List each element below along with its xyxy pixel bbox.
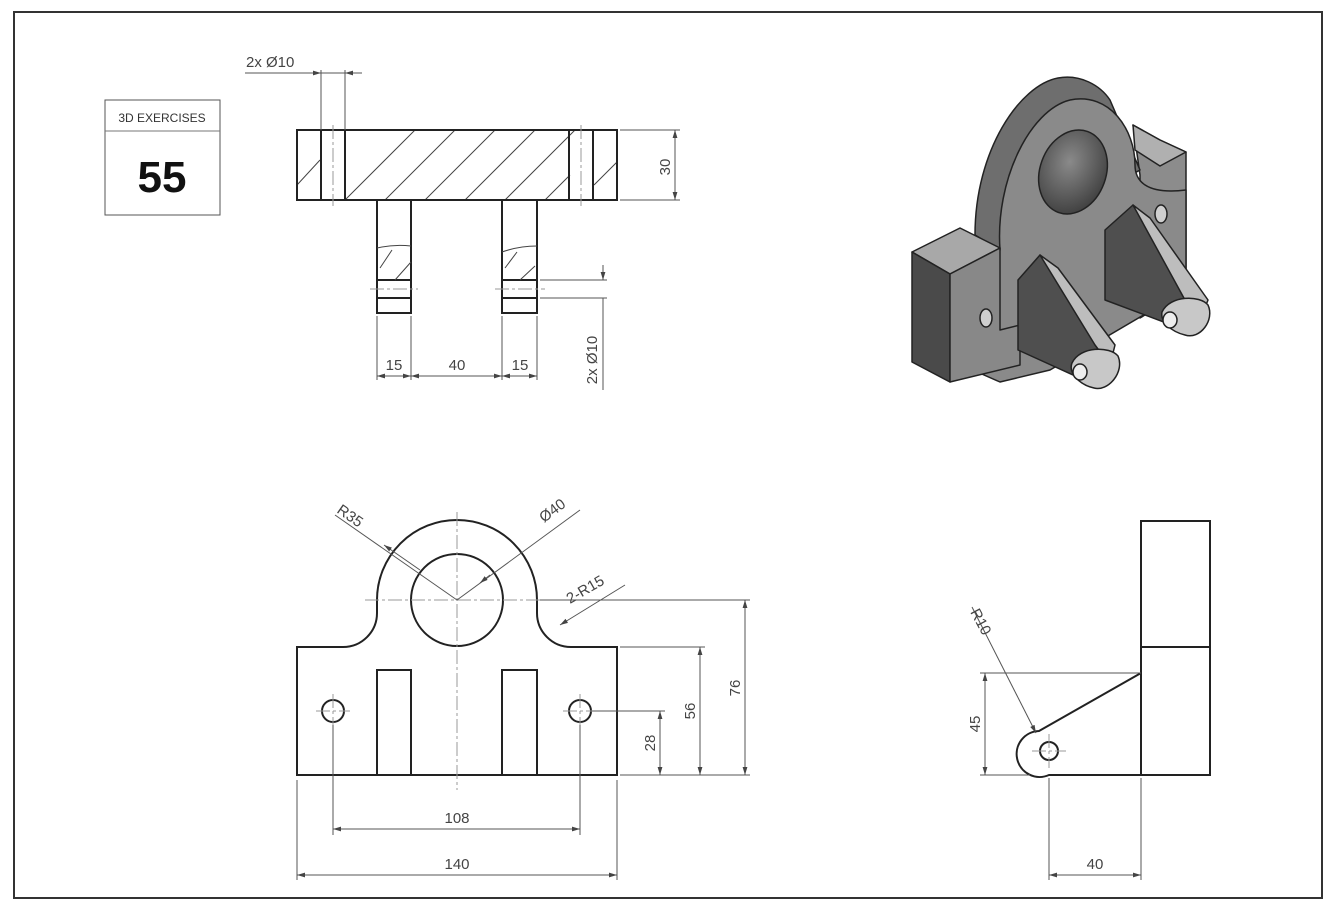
exercise-number: 55 — [138, 153, 187, 202]
dim-hole-height: 28 — [642, 735, 659, 752]
sheet-border — [13, 11, 1323, 899]
dim-thickness: 30 — [657, 159, 674, 176]
title-block: 3D EXERCISES 55 — [104, 99, 221, 216]
dim-fillet: 2-R15 — [564, 572, 608, 607]
title-label: 3D EXERCISES — [118, 111, 205, 125]
front-view: R35 Ø40 2-R15 108 140 28 56 76 — [296, 496, 750, 880]
isometric-view — [911, 76, 1211, 390]
dim-leg-right: 15 — [512, 357, 529, 374]
dim-leg-gap: 40 — [449, 357, 466, 374]
dim-arm-radius: R10 — [966, 606, 994, 638]
dim-overall-height: 76 — [727, 680, 744, 697]
section-hatching — [297, 130, 617, 200]
dim-hole-top: 2x Ø10 — [246, 54, 294, 71]
dim-base-height: 56 — [682, 703, 699, 720]
dim-hole-spacing: 108 — [444, 810, 469, 827]
dim-pin-hole: 2x Ø10 — [584, 336, 601, 384]
dim-overall-width: 140 — [444, 856, 469, 873]
top-view: 2x Ø10 30 15 40 15 2x Ø10 — [245, 54, 680, 390]
side-view: 45 40 R10 — [966, 520, 1211, 880]
dim-boss-radius: R35 — [334, 501, 366, 531]
dim-arm-height: 45 — [967, 716, 984, 733]
dim-arm-length: 40 — [1087, 856, 1104, 873]
dim-leg-left: 15 — [386, 357, 403, 374]
